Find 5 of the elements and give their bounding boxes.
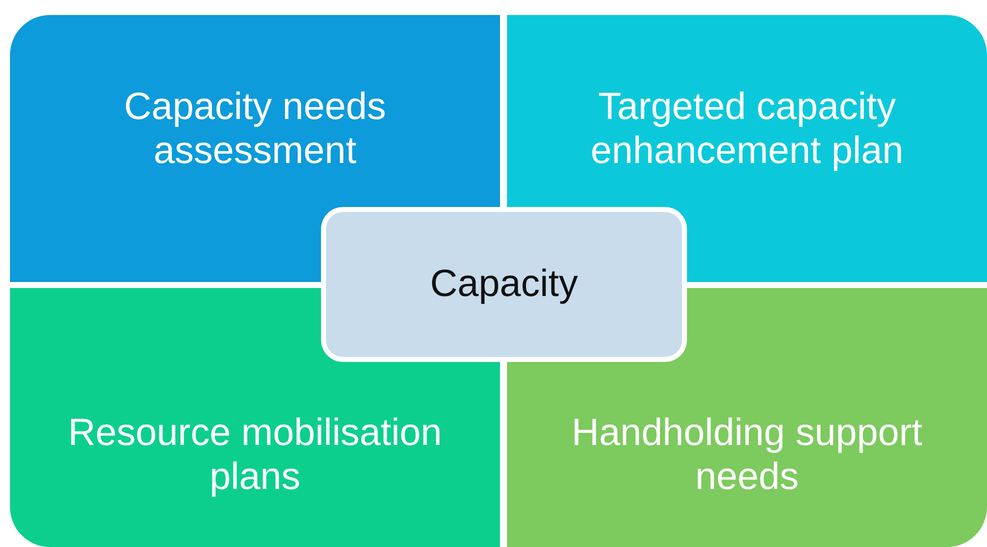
center-label: Capacity <box>430 263 578 306</box>
quadrant-label: Resource mobilisation plans <box>67 411 443 499</box>
quadrant-label: Handholding support needs <box>570 411 924 499</box>
quadrant-label: Targeted capacity enhancement plan <box>590 85 904 173</box>
quadrant-label: Capacity needs assessment <box>123 85 387 173</box>
